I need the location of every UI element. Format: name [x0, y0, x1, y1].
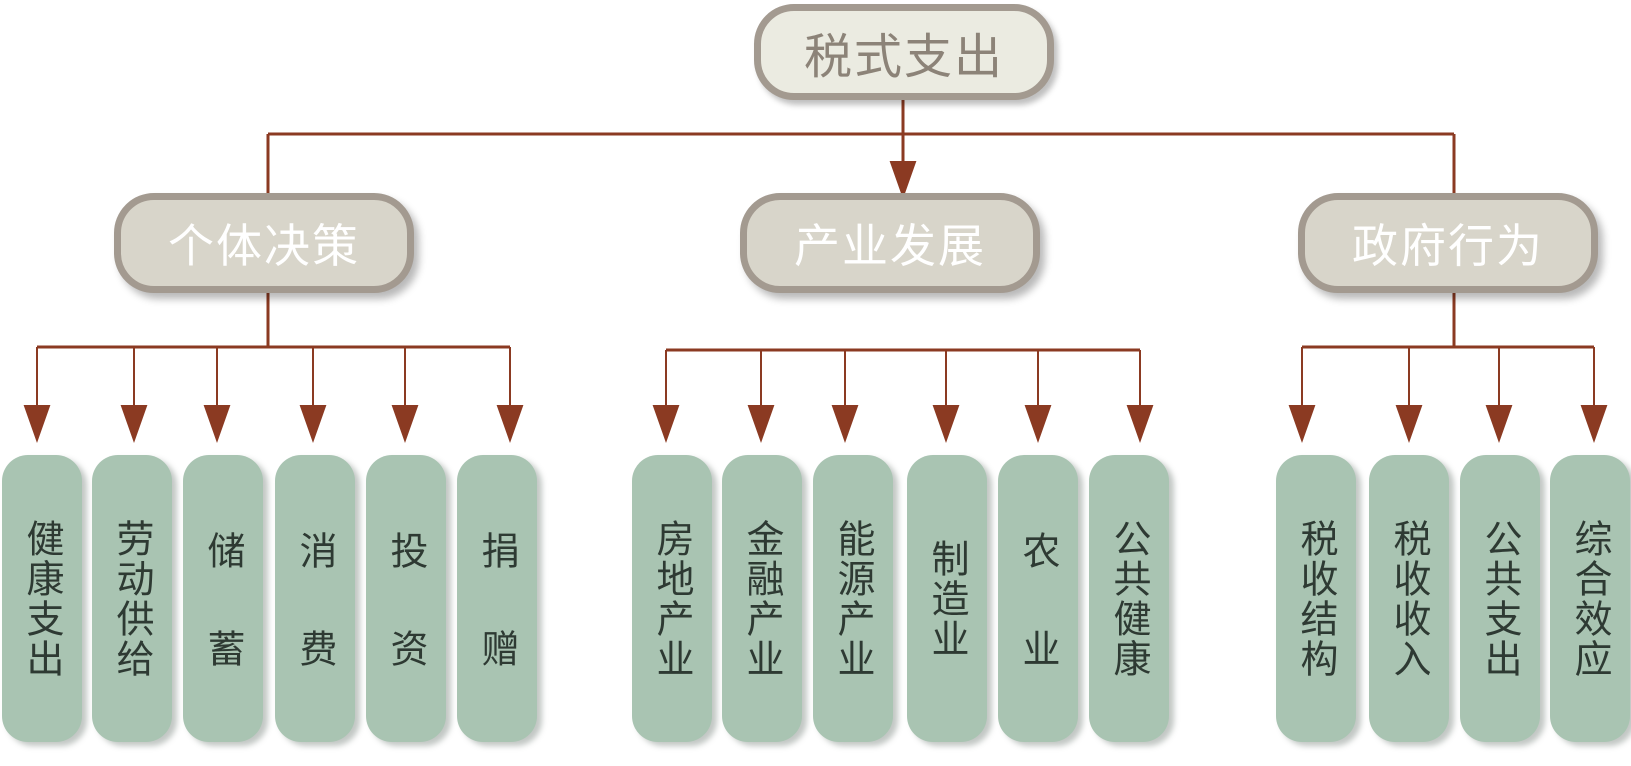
leaf-node: 捐赠 [457, 455, 537, 742]
leaf-node: 制造业 [907, 455, 987, 742]
arrowhead [391, 405, 419, 444]
arrowhead [1126, 405, 1154, 444]
leaf-label: 储蓄 [201, 530, 245, 727]
arrowhead [1485, 405, 1513, 444]
leaf-label: 健康支出 [20, 518, 64, 679]
leaf-node: 能源产业 [813, 455, 893, 742]
leaf-node: 消费 [275, 455, 355, 742]
leaf-node: 税收收入 [1369, 455, 1449, 742]
leaf-label: 能源产业 [831, 518, 875, 679]
arrowhead [1580, 405, 1608, 444]
leaf-label: 劳动供给 [110, 518, 154, 679]
leaf-node: 公共健康 [1089, 455, 1169, 742]
root-node: 税式支出 [754, 4, 1054, 100]
leaf-node: 农业 [998, 455, 1078, 742]
arrowhead [299, 405, 327, 444]
leaf-label: 捐赠 [475, 530, 519, 727]
arrowhead [1395, 405, 1423, 444]
arrowhead [932, 405, 960, 444]
arrowhead [831, 405, 859, 444]
leaf-node: 健康支出 [2, 455, 82, 742]
leaf-label: 投资 [384, 530, 428, 727]
leaf-label: 消费 [293, 530, 337, 727]
category-label: 个体决策 [168, 219, 360, 273]
leaf-node: 投资 [366, 455, 446, 742]
leaf-node: 公共支出 [1460, 455, 1540, 742]
leaf-label: 公共健康 [1107, 518, 1151, 679]
leaf-node: 金融产业 [722, 455, 802, 742]
arrowhead [889, 161, 917, 200]
leaf-label: 制造业 [925, 538, 969, 659]
leaf-label: 公共支出 [1478, 518, 1522, 679]
arrowhead [1024, 405, 1052, 444]
leaf-node: 综合效应 [1550, 455, 1630, 742]
leaf-label: 税收收入 [1387, 518, 1431, 679]
leaf-label: 税收结构 [1294, 518, 1338, 679]
leaf-label: 房地产业 [650, 518, 694, 679]
arrowhead [203, 405, 231, 444]
arrowhead [1288, 405, 1316, 444]
category-label: 产业发展 [794, 219, 986, 273]
category-node-industry: 产业发展 [740, 193, 1040, 293]
root-label: 税式支出 [803, 29, 1004, 85]
arrowhead [747, 405, 775, 444]
arrowhead [23, 405, 51, 444]
leaf-label: 农业 [1016, 530, 1060, 727]
leaf-node: 房地产业 [632, 455, 712, 742]
leaf-label: 综合效应 [1568, 518, 1612, 679]
arrowhead [652, 405, 680, 444]
arrowhead [120, 405, 148, 444]
leaf-node: 劳动供给 [92, 455, 172, 742]
leaf-node: 储蓄 [183, 455, 263, 742]
category-label: 政府行为 [1352, 219, 1544, 273]
category-node-individual: 个体决策 [114, 193, 414, 293]
arrowhead [496, 405, 524, 444]
leaf-node: 税收结构 [1276, 455, 1356, 742]
leaf-label: 金融产业 [740, 518, 784, 679]
category-node-government: 政府行为 [1298, 193, 1598, 293]
